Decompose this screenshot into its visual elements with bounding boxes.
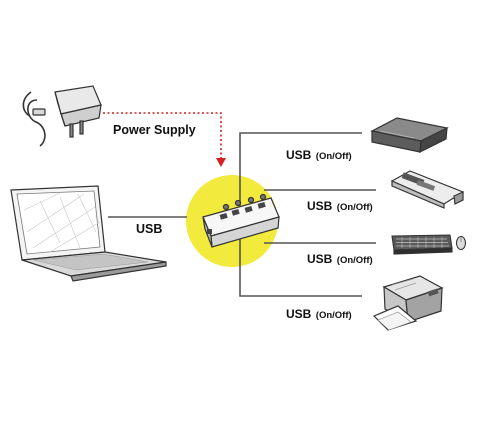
keyboard-mouse-icon [391, 234, 467, 255]
power-arrow-icon [216, 158, 226, 167]
port-2-label: USB (On/Off) [307, 198, 373, 214]
port-1-onoff-text: (On/Off) [315, 151, 352, 162]
power-line [103, 112, 226, 167]
port-3-label: USB (On/Off) [307, 251, 373, 267]
printer-icon [372, 275, 444, 331]
port-3-onoff-text: (On/Off) [336, 255, 373, 266]
port-4-label: USB (On/Off) [286, 306, 352, 322]
usb-hub-icon [202, 193, 280, 248]
power-supply-label: Power Supply [113, 123, 196, 137]
port-4-onoff-text: (On/Off) [315, 310, 352, 321]
laptop-usb-label: USB [136, 222, 163, 236]
port-2-onoff-text: (On/Off) [336, 202, 373, 213]
port-3-usb-text: USB [307, 252, 333, 266]
laptop-icon [10, 185, 167, 282]
card-reader-icon [390, 170, 465, 209]
port-4-usb-text: USB [286, 307, 312, 321]
external-drive-icon [370, 117, 449, 154]
power-adapter-icon [22, 85, 102, 147]
port-2-usb-text: USB [307, 199, 333, 213]
port-1-label: USB (On/Off) [286, 147, 352, 163]
port-1-usb-text: USB [286, 148, 312, 162]
